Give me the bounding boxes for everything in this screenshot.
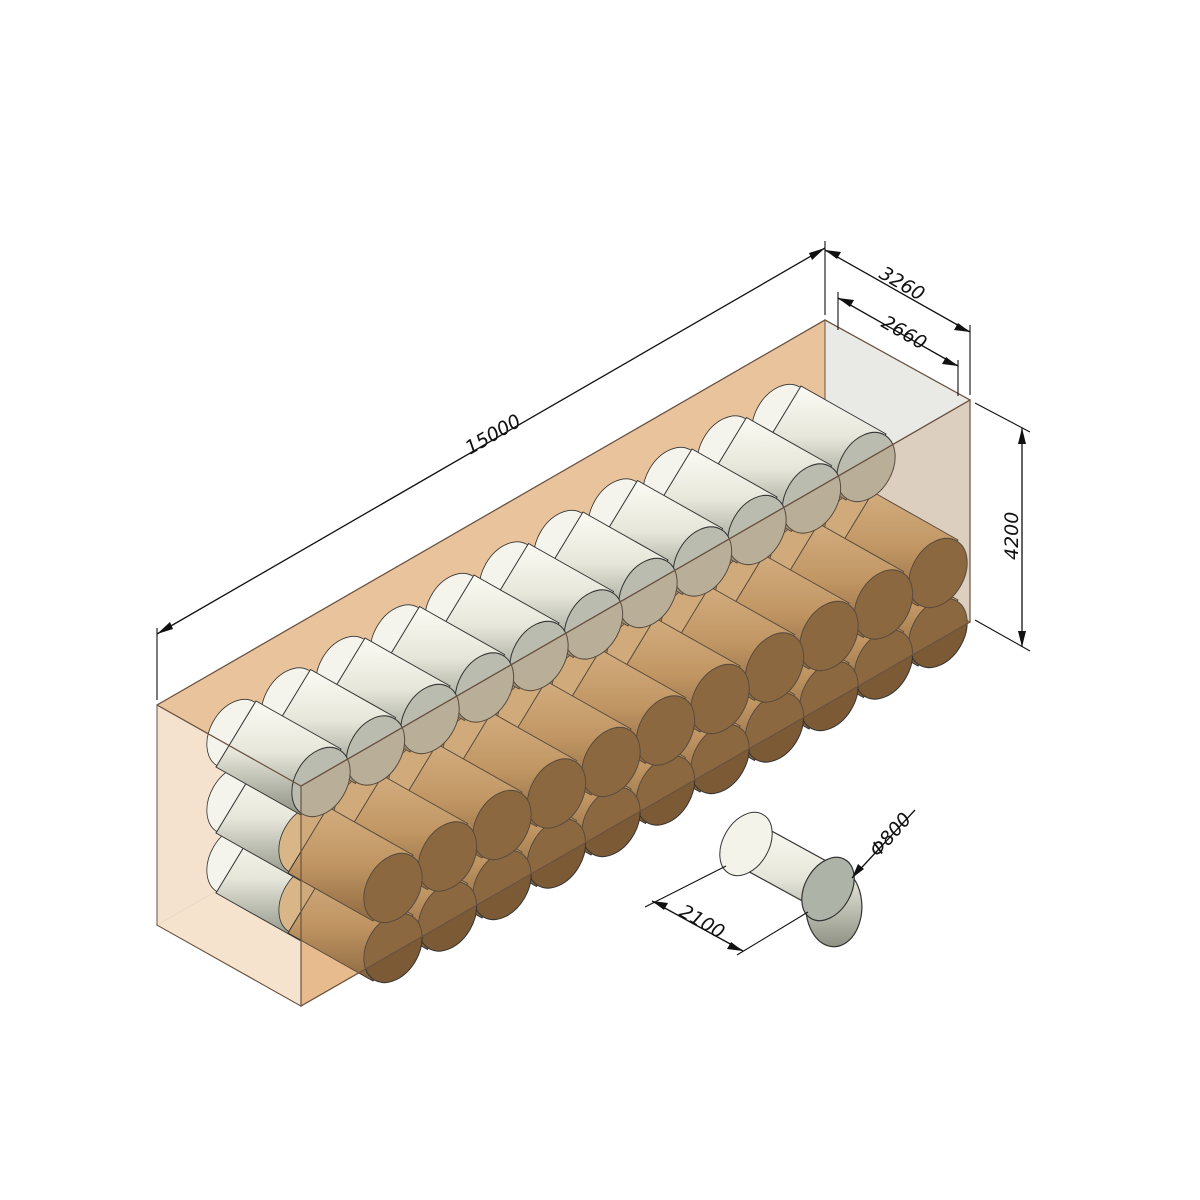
roll-11-row-1-cap [836,431,896,503]
roll-1-row-3-front-cap [363,912,423,984]
dimension-outer-width-label: 3260 [876,262,929,305]
dimension-roll-length-label: 2100 [676,900,729,943]
roll-4-row-3-front-cap [526,818,587,889]
dimension-length-label: 15000 [462,410,525,459]
roll-2-row-1-cap [345,715,406,786]
roll-11-row-2-front [823,490,968,609]
roll-9-row-1-cap [727,494,787,566]
roll-1-row-2-front-cap [363,852,423,924]
roll-3-row-1-cap [400,683,460,755]
roll-11-row-3-front-cap [908,597,968,669]
roll-9-row-3-front-cap [799,660,859,732]
dimension-roll-diameter: Φ800 [851,809,916,879]
roll-3-row-2-front [387,742,532,861]
dimension-inner-width-label: 2660 [878,311,931,354]
roll-2-row-2-front-cap [417,821,478,892]
roll-7-row-2-front-cap [690,663,750,735]
roll-1-row-1-cap [291,746,351,818]
roll-1-row-3-front [278,865,423,984]
roll-5-row-3-front-cap [581,786,641,858]
roll-1-row-2-front [278,805,423,924]
roll-6-row-1 [478,541,624,660]
roll-5-row-2-front-cap [581,726,641,798]
roll-4-row-2-front [441,710,587,829]
roll-7-row-1-cap [618,557,678,629]
roll-11-row-2-front-cap [908,537,968,609]
roll-3-row-3-front-cap [472,849,532,921]
roll-8-row-3-front-cap [744,692,805,763]
roll-9-row-2-front-cap [799,600,859,672]
roll-7-row-3-front-cap [690,723,750,795]
single-roll-cap [801,856,855,922]
dimension-height-label: 4200 [1001,512,1023,560]
roll-4-row-1-cap [454,652,515,723]
container-top-edges [156,319,972,787]
roll-10-row-3-front-cap [853,629,914,700]
dimension-roll-diameter-label: Φ800 [865,809,916,862]
roll-4-row-2-front-cap [526,758,587,829]
roll-11-row-1 [751,384,896,503]
roll-stack [206,384,968,984]
roll-3-row-2-front-cap [472,789,532,861]
roll-6-row-2-front-cap [635,695,696,766]
roll-6-row-3-front-cap [635,755,696,826]
roll-6-row-1-cap [563,589,624,660]
roll-1-row-1 [206,699,351,818]
roll-5-row-1-cap [509,620,569,692]
roll-10-row-1-cap [781,463,842,534]
single-roll-back-cap [719,811,773,877]
single-roll-detail [719,811,863,948]
roll-10-row-2-front-cap [853,569,914,640]
roll-2-row-3-front-cap [417,881,478,952]
dimension-height: 4200 [974,402,1031,652]
roll-8-row-2-front-cap [744,632,805,703]
roll-8-row-1-cap [672,526,733,597]
